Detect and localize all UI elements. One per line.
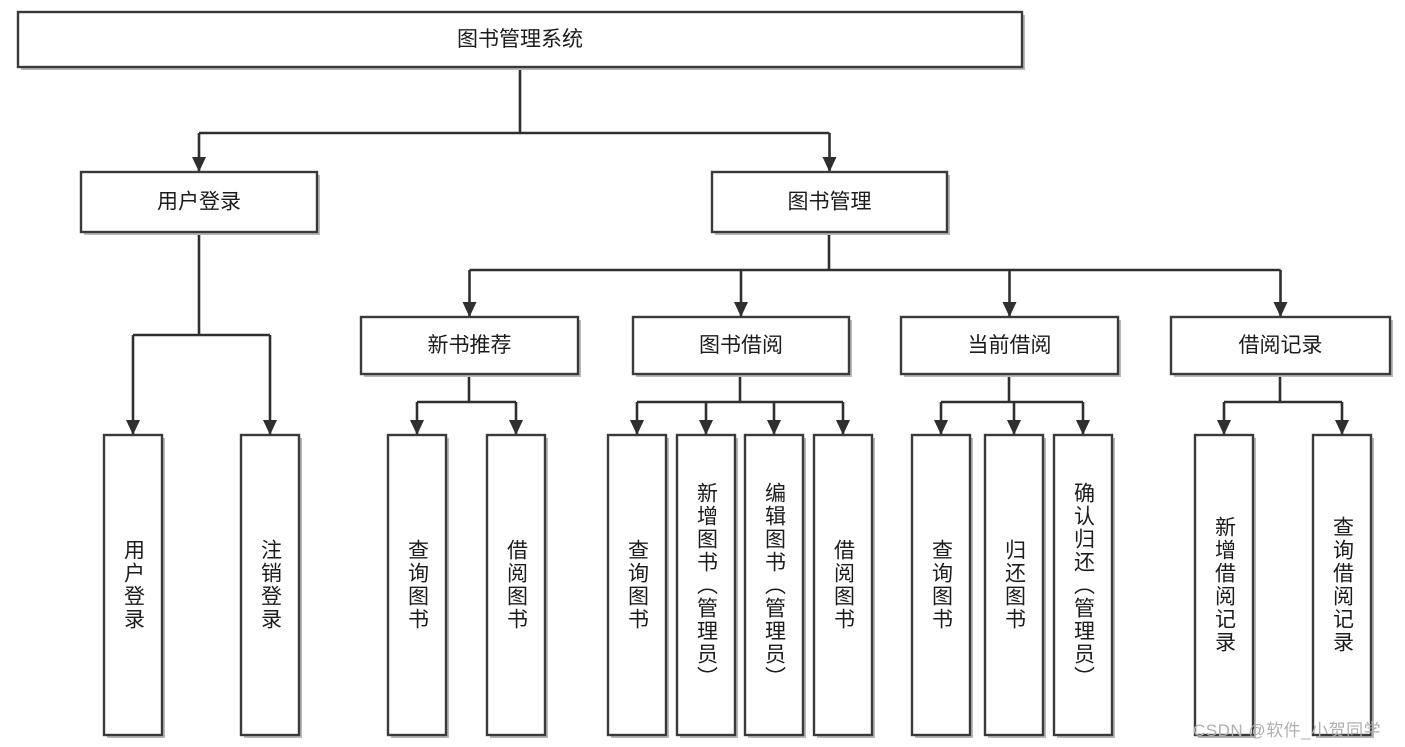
- node-box-leaf-confirm-return[interactable]: [1052, 433, 1114, 737]
- connector-c-borrow-record: [1217, 374, 1349, 435]
- node-label-current-borrow: 当前借阅: [968, 334, 1052, 357]
- arrow-head: [630, 420, 644, 435]
- node-box-leaf-borrow-book-2[interactable]: [812, 433, 874, 737]
- node-box-leaf-add-book[interactable]: [675, 433, 737, 737]
- connector-layer: [126, 67, 1349, 435]
- connector-c-new-book: [410, 374, 523, 435]
- arrow-head: [263, 420, 277, 435]
- arrow-head: [1217, 420, 1231, 435]
- node-box-current-borrow[interactable]: [899, 315, 1120, 376]
- node-box-leaf-query-book-3[interactable]: [910, 433, 972, 737]
- node-label-book-management: 图书管理: [788, 191, 872, 214]
- connector-c-root: [192, 67, 837, 172]
- arrow-head: [1335, 420, 1349, 435]
- arrow-head: [836, 420, 850, 435]
- node-box-leaf-query-book-1[interactable]: [386, 433, 448, 737]
- node-box-leaf-query-record[interactable]: [1311, 433, 1373, 737]
- arrow-head: [1273, 302, 1288, 317]
- node-box-leaf-edit-book[interactable]: [743, 433, 805, 737]
- node-label-borrow-record: 借阅记录: [1239, 334, 1323, 357]
- node-label-user-login: 用户登录: [157, 191, 241, 214]
- node-box-user-login[interactable]: [79, 170, 319, 234]
- arrow-head: [462, 302, 477, 317]
- node-box-book-management[interactable]: [710, 170, 949, 234]
- arrow-head: [192, 157, 206, 172]
- node-box-root[interactable]: [16, 10, 1024, 69]
- connector-c-user-login: [126, 232, 277, 435]
- node-box-leaf-return-book[interactable]: [983, 433, 1045, 737]
- node-box-new-book-recommend[interactable]: [359, 315, 580, 376]
- arrow-head: [126, 420, 140, 435]
- node-box-leaf-add-record[interactable]: [1193, 433, 1255, 737]
- node-box-leaf-query-book-2[interactable]: [606, 433, 668, 737]
- arrow-head: [734, 302, 748, 317]
- arrow-head: [822, 157, 837, 172]
- node-box-layer: [16, 10, 1393, 738]
- arrow-head: [410, 420, 424, 435]
- node-box-borrow-record[interactable]: [1169, 315, 1392, 376]
- csdn-watermark: CSDN @软件_小贺同学: [1193, 721, 1382, 740]
- arrow-head: [1007, 420, 1021, 435]
- arrow-head: [767, 420, 781, 435]
- node-box-book-borrow[interactable]: [631, 315, 851, 376]
- node-box-leaf-borrow-book-1[interactable]: [485, 433, 547, 737]
- arrow-head: [1076, 420, 1090, 435]
- arrow-head: [509, 420, 523, 435]
- connector-c-current-borrow: [934, 374, 1090, 435]
- arrow-head: [1002, 302, 1017, 317]
- node-box-leaf-user-logout[interactable]: [239, 433, 301, 737]
- node-label-root: 图书管理系统: [457, 28, 583, 51]
- arrow-head: [934, 420, 948, 435]
- connector-c-book-borrow: [630, 374, 850, 435]
- arrow-head: [699, 420, 713, 435]
- node-box-leaf-user-login[interactable]: [102, 433, 164, 737]
- node-label-new-book-recommend: 新书推荐: [428, 334, 512, 357]
- connector-c-book-management: [462, 232, 1288, 317]
- node-label-book-borrow: 图书借阅: [699, 334, 783, 357]
